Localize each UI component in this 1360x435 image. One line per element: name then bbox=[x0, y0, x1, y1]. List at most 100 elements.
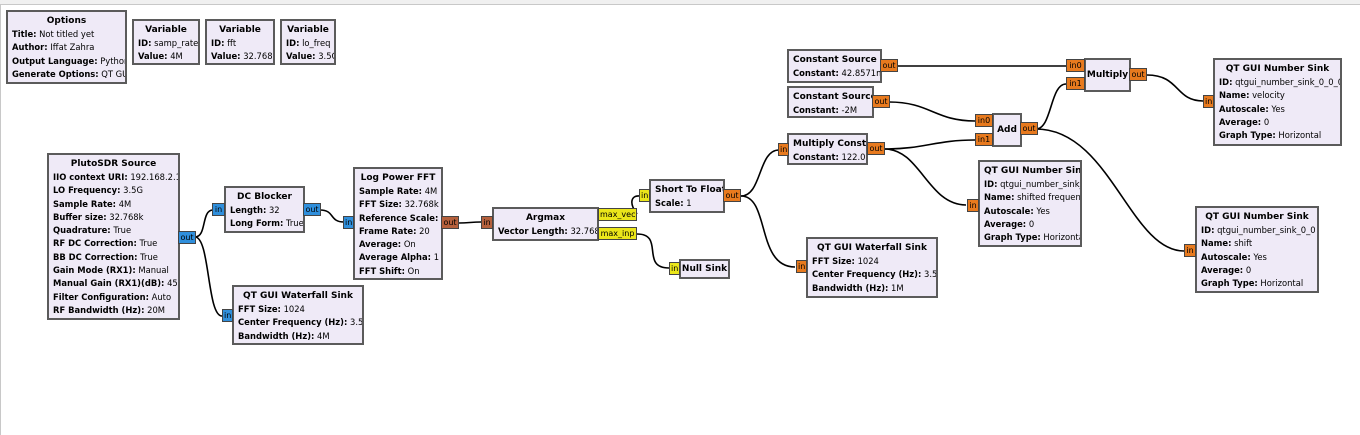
multiply-const-out-port[interactable]: out bbox=[867, 142, 885, 155]
param-id: ID: fft bbox=[211, 38, 237, 48]
argmax-in-port[interactable]: in bbox=[481, 216, 493, 229]
param-autoscale: Autoscale: Yes bbox=[984, 205, 1050, 216]
log-fft-in-port[interactable]: in bbox=[343, 216, 354, 229]
param-gain-mode: Gain Mode (RX1): Manual bbox=[53, 265, 169, 276]
waterfall-sink-1-block[interactable]: QT GUI Waterfall Sink FFT Size: 1024 Cen… bbox=[232, 285, 364, 345]
log-power-fft-block[interactable]: Log Power FFT Sample Rate: 4M FFT Size: … bbox=[353, 167, 443, 280]
param-constant: Constant: 42.8571m bbox=[793, 68, 882, 78]
block-title: QT GUI Number Sink bbox=[1205, 212, 1309, 222]
param-value: Value: 32.768k bbox=[211, 51, 275, 62]
block-title: Log Power FFT bbox=[360, 173, 436, 183]
param-vector-length: Vector Length: 32.768k bbox=[498, 226, 597, 236]
add-block[interactable]: Add bbox=[992, 113, 1022, 147]
null-sink-in-port[interactable]: in bbox=[669, 262, 680, 275]
add-in0-port[interactable]: in0 bbox=[975, 114, 993, 127]
number-sink-shifted-in-port[interactable]: in bbox=[967, 199, 979, 212]
param-id: ID: qtgui_number_sink_0 bbox=[984, 179, 1082, 189]
number-sink-velocity-block[interactable]: QT GUI Number Sink ID: qtgui_number_sink… bbox=[1213, 58, 1342, 146]
constant-source-1-block[interactable]: Constant Source Constant: 42.8571m bbox=[787, 49, 882, 83]
dc-blocker-in-port[interactable]: in bbox=[212, 203, 225, 216]
param-fft-size: FFT Size: 1024 bbox=[812, 256, 879, 266]
constant-source-2-out-port[interactable]: out bbox=[872, 95, 890, 108]
null-sink-block[interactable]: Null Sink bbox=[679, 259, 730, 279]
wire-argmax-null[interactable] bbox=[636, 233, 670, 269]
multiply-const-block[interactable]: Multiply Const Constant: 122.07 bbox=[787, 133, 868, 165]
wire-const2-add[interactable] bbox=[888, 101, 976, 122]
param-scale: Scale: 1 bbox=[655, 198, 692, 208]
variable-samp-rate-block[interactable]: Variable ID: samp_rate Value: 4M bbox=[132, 19, 200, 65]
number-sink-shift-in-port[interactable]: in bbox=[1184, 244, 1196, 257]
block-title: QT GUI Waterfall Sink bbox=[243, 291, 353, 301]
number-sink-shift-block[interactable]: QT GUI Number Sink ID: qtgui_number_sink… bbox=[1195, 206, 1319, 293]
wire-logfft-argmax[interactable] bbox=[458, 221, 482, 224]
wire-stf-waterfall2[interactable] bbox=[740, 195, 796, 268]
waterfall-sink-2-in-port[interactable]: in bbox=[796, 260, 807, 273]
param-generate-options: Generate Options: QT GUI bbox=[12, 68, 125, 79]
wire-add-mul[interactable] bbox=[1035, 83, 1067, 130]
number-sink-velocity-in-port[interactable]: in bbox=[1203, 95, 1214, 108]
param-author: Author: Iffat Zahra bbox=[12, 42, 95, 53]
multiply-out-port[interactable]: out bbox=[1129, 68, 1147, 81]
dc-blocker-out-port[interactable]: out bbox=[303, 203, 321, 216]
block-title: Variable bbox=[145, 25, 187, 35]
short-to-float-in-port[interactable]: in bbox=[639, 189, 650, 202]
constant-source-2-block[interactable]: Constant Source Constant: -2M bbox=[787, 86, 874, 118]
variable-fft-block[interactable]: Variable ID: fft Value: 32.768k bbox=[205, 19, 275, 65]
param-sample-rate: Sample Rate: 4M bbox=[359, 186, 438, 196]
block-title: Variable bbox=[287, 25, 329, 35]
options-block[interactable]: Options Title: Not titled yet Author: If… bbox=[6, 10, 127, 84]
argmax-max-vec-port[interactable]: max_vec bbox=[598, 208, 637, 221]
variable-lo-freq-block[interactable]: Variable ID: lo_freq Value: 3.5G bbox=[280, 19, 336, 65]
param-title: Title: Not titled yet bbox=[12, 29, 95, 39]
add-in1-port[interactable]: in1 bbox=[975, 133, 993, 146]
number-sink-shifted-block[interactable]: QT GUI Number Sink ID: qtgui_number_sink… bbox=[978, 160, 1082, 247]
block-title: Constant Source bbox=[793, 55, 877, 65]
param-id: ID: qtgui_number_sink_0_0_0 bbox=[1219, 77, 1342, 87]
param-bb-dc-correction: BB DC Correction: True bbox=[53, 251, 158, 262]
canvas-edge bbox=[0, 5, 1, 435]
block-title: QT GUI Number Sink bbox=[984, 166, 1082, 176]
wire-pluto-waterfall1[interactable] bbox=[194, 236, 223, 317]
param-frame-rate: Frame Rate: 20 bbox=[359, 225, 430, 236]
param-buffer-size: Buffer size: 32.768k bbox=[53, 211, 144, 222]
block-title: PlutoSDR Source bbox=[70, 159, 157, 169]
param-average: Average: 0 bbox=[1219, 116, 1270, 127]
param-average: Average: 0 bbox=[984, 218, 1035, 229]
argmax-block[interactable]: Argmax Vector Length: 32.768k bbox=[492, 207, 599, 241]
plutosdr-source-block[interactable]: PlutoSDR Source IIO context URI: 192.168… bbox=[47, 153, 180, 320]
argmax-max-inp-port[interactable]: max_inp bbox=[598, 227, 637, 240]
param-bandwidth: Bandwidth (Hz): 1M bbox=[812, 282, 904, 293]
wire-add-numsink-shift[interactable] bbox=[1035, 128, 1185, 252]
waterfall-sink-2-block[interactable]: QT GUI Waterfall Sink FFT Size: 1024 Cen… bbox=[806, 237, 938, 298]
block-title: Constant Source bbox=[793, 92, 874, 102]
multiply-block[interactable]: Multiply bbox=[1084, 58, 1131, 92]
constant-source-1-out-port[interactable]: out bbox=[880, 59, 898, 72]
dc-blocker-block[interactable]: DC Blocker Length: 32 Long Form: True bbox=[224, 186, 305, 233]
add-out-port[interactable]: out bbox=[1020, 122, 1038, 135]
block-title: Multiply Const bbox=[793, 139, 867, 149]
wire-mc-add[interactable] bbox=[884, 139, 976, 150]
block-title: Argmax bbox=[525, 213, 566, 223]
param-sample-rate: Sample Rate: 4M bbox=[53, 198, 132, 209]
param-iio-uri: IIO context URI: 192.168.2.1 bbox=[53, 172, 180, 182]
multiply-in0-port[interactable]: in0 bbox=[1066, 59, 1085, 72]
waterfall-sink-1-in-port[interactable]: in bbox=[222, 309, 233, 322]
wire-stf-mc[interactable] bbox=[740, 149, 780, 197]
pluto-out-port[interactable]: out bbox=[178, 231, 196, 244]
wire-pluto-dc[interactable] bbox=[194, 209, 214, 238]
param-graph-type: Graph Type: Horizontal bbox=[1201, 278, 1304, 289]
short-to-float-block[interactable]: Short To Float Scale: 1 bbox=[649, 179, 725, 213]
multiply-in1-port[interactable]: in1 bbox=[1066, 77, 1085, 90]
block-title: Add bbox=[997, 124, 1017, 135]
param-output-language: Output Language: Python bbox=[12, 55, 127, 66]
param-autoscale: Autoscale: Yes bbox=[1219, 103, 1285, 114]
short-to-float-out-port[interactable]: out bbox=[723, 189, 741, 202]
wire-mul-numsink-velocity[interactable] bbox=[1146, 74, 1204, 102]
wire-dc-logfft[interactable] bbox=[319, 209, 345, 223]
log-fft-out-port[interactable]: out bbox=[441, 216, 459, 229]
multiply-const-in-port[interactable]: in bbox=[778, 143, 789, 156]
wire-mc-numsink-shifted[interactable] bbox=[884, 148, 967, 206]
param-average: Average: On bbox=[359, 239, 416, 250]
param-rf-dc-correction: RF DC Correction: True bbox=[53, 238, 158, 249]
